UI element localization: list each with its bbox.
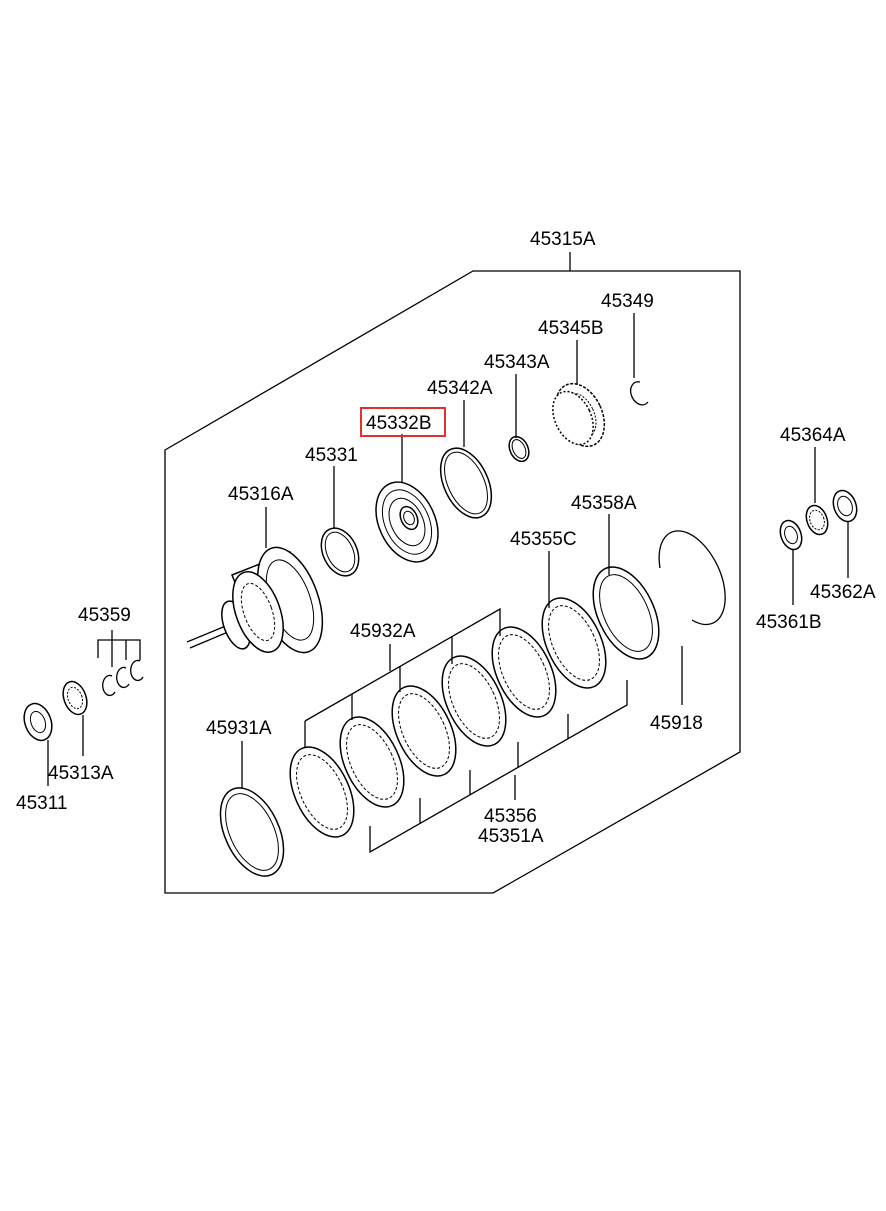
label-45918[interactable]: 45918 [650,713,703,734]
seal-ring-45343A[interactable] [505,433,532,464]
snap-rings-45359[interactable] [102,659,144,697]
label-45931A[interactable]: 45931A [206,718,272,739]
label-45311[interactable]: 45311 [16,793,67,814]
pressure-plate-45358A[interactable] [580,557,672,669]
label-45356[interactable]: 45356 [484,806,537,827]
snap-ring-45349[interactable] [630,381,649,406]
seal-ring-45331[interactable] [314,522,366,582]
clutch-retainer-45316A[interactable] [186,539,335,662]
label-45364A[interactable]: 45364A [780,425,846,446]
clutch-disc-5[interactable] [479,617,569,727]
label-45343A[interactable]: 45343A [484,352,550,373]
assembly-boundary [164,270,741,894]
washer-45311[interactable] [19,700,56,745]
label-45362A[interactable]: 45362A [810,582,876,603]
label-45345B[interactable]: 45345B [538,318,604,339]
clutch-disc-4[interactable] [429,646,519,756]
label-45332B[interactable]: 45332B [366,413,432,434]
label-45313A[interactable]: 45313A [48,763,114,784]
return-spring-45345B[interactable] [545,376,614,454]
label-45355C[interactable]: 45355C [510,529,577,550]
washer-45362A[interactable] [829,487,861,525]
clutch-pack [208,530,726,886]
highlight-box [360,407,446,437]
steel-plate-45931A[interactable] [208,778,297,886]
label-45316A[interactable]: 45316A [228,484,294,505]
label-45331[interactable]: 45331 [305,445,358,466]
clutch-disc-6[interactable] [529,588,619,698]
washer-45361B[interactable] [776,517,805,552]
snap-ring-45918[interactable] [658,530,726,626]
part-labels: 45315A 45349 45345B 45343A 45342A 45332B… [16,229,876,847]
label-45359[interactable]: 45359 [78,605,131,626]
label-45349[interactable]: 45349 [601,291,654,312]
label-45358A[interactable]: 45358A [571,493,637,514]
label-45315A[interactable]: 45315A [530,229,596,250]
label-45932A[interactable]: 45932A [350,621,416,642]
bearing-45313A[interactable] [59,678,91,717]
bearing-45364A[interactable] [802,502,831,537]
label-45342A[interactable]: 45342A [427,378,493,399]
label-45351A[interactable]: 45351A [478,826,544,847]
label-45361B[interactable]: 45361B [756,612,822,633]
clutch-disc-3[interactable] [379,676,469,786]
piston-45332B[interactable] [364,472,450,572]
seal-ring-45342A[interactable] [430,440,501,526]
clutch-disc-1[interactable] [277,737,367,847]
leader-lines [47,252,849,854]
